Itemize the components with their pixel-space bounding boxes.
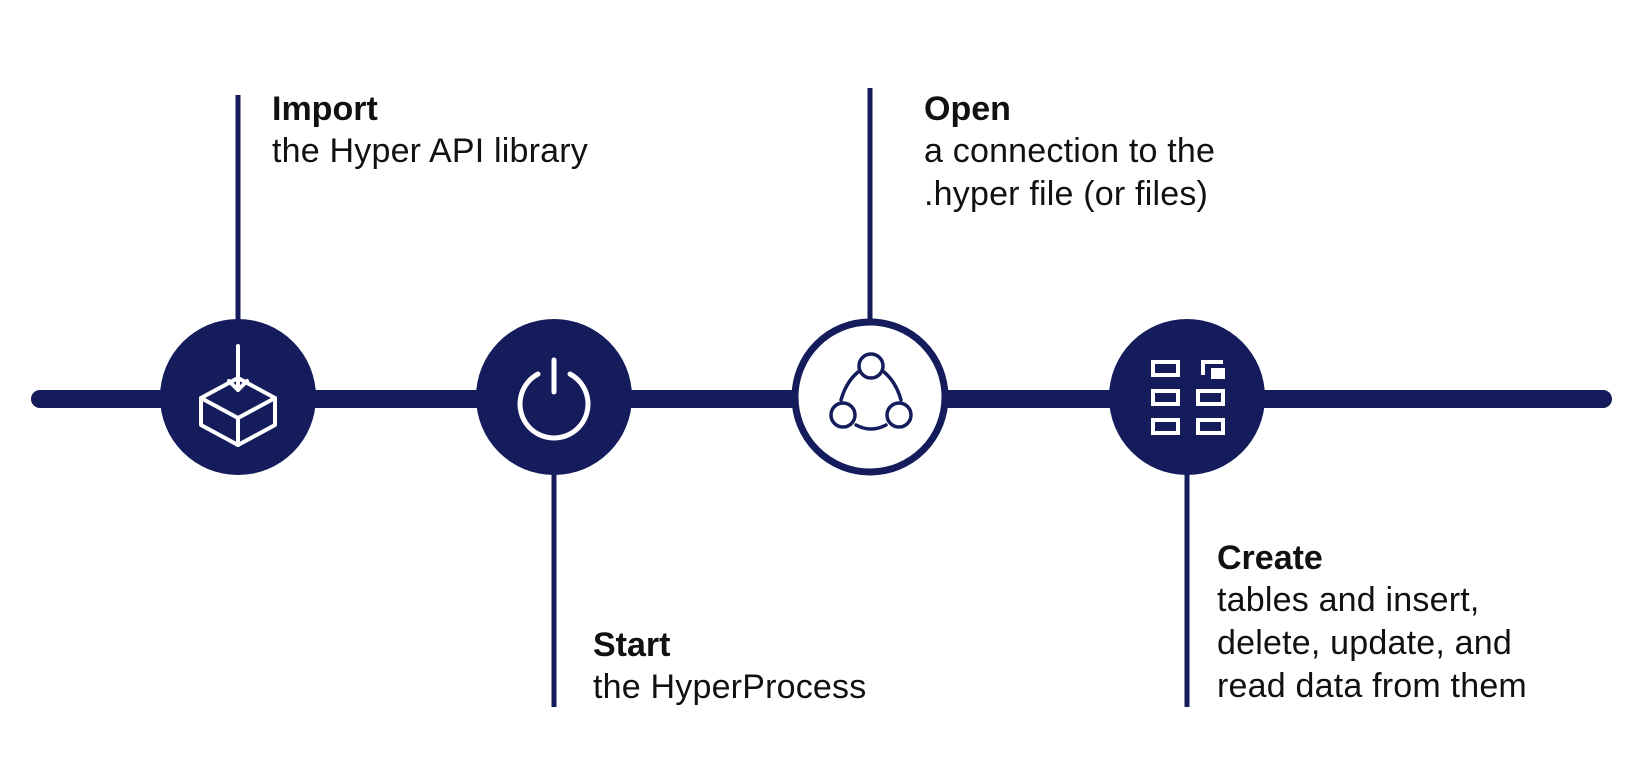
step-start-label: Start the HyperProcess bbox=[593, 624, 866, 709]
table-grid-icon bbox=[1151, 360, 1225, 435]
step-open-title: Open bbox=[924, 90, 1011, 128]
step-import-description: the Hyper API library bbox=[272, 132, 588, 170]
step-open-node bbox=[791, 318, 949, 476]
step-create-description: tables and insert, delete, update, and r… bbox=[1217, 581, 1527, 705]
step-open-description: a connection to the .hyper file (or file… bbox=[924, 132, 1216, 213]
step-create-label: Create tables and insert, delete, update… bbox=[1217, 537, 1527, 708]
step-create-node bbox=[1109, 319, 1265, 475]
step-create-title: Create bbox=[1217, 539, 1323, 577]
package-import-icon bbox=[199, 344, 277, 447]
power-icon bbox=[517, 357, 591, 441]
step-open-label: Open a connection to the .hyper file (or… bbox=[924, 88, 1215, 216]
step-start-description: the HyperProcess bbox=[593, 668, 867, 706]
step-import-node bbox=[160, 319, 316, 475]
step-start-node bbox=[476, 319, 632, 475]
connection-nodes-icon bbox=[829, 352, 913, 431]
step-import-label: Import the Hyper API library bbox=[272, 88, 588, 173]
step-import-title: Import bbox=[272, 90, 378, 128]
step-start-title: Start bbox=[593, 626, 671, 664]
